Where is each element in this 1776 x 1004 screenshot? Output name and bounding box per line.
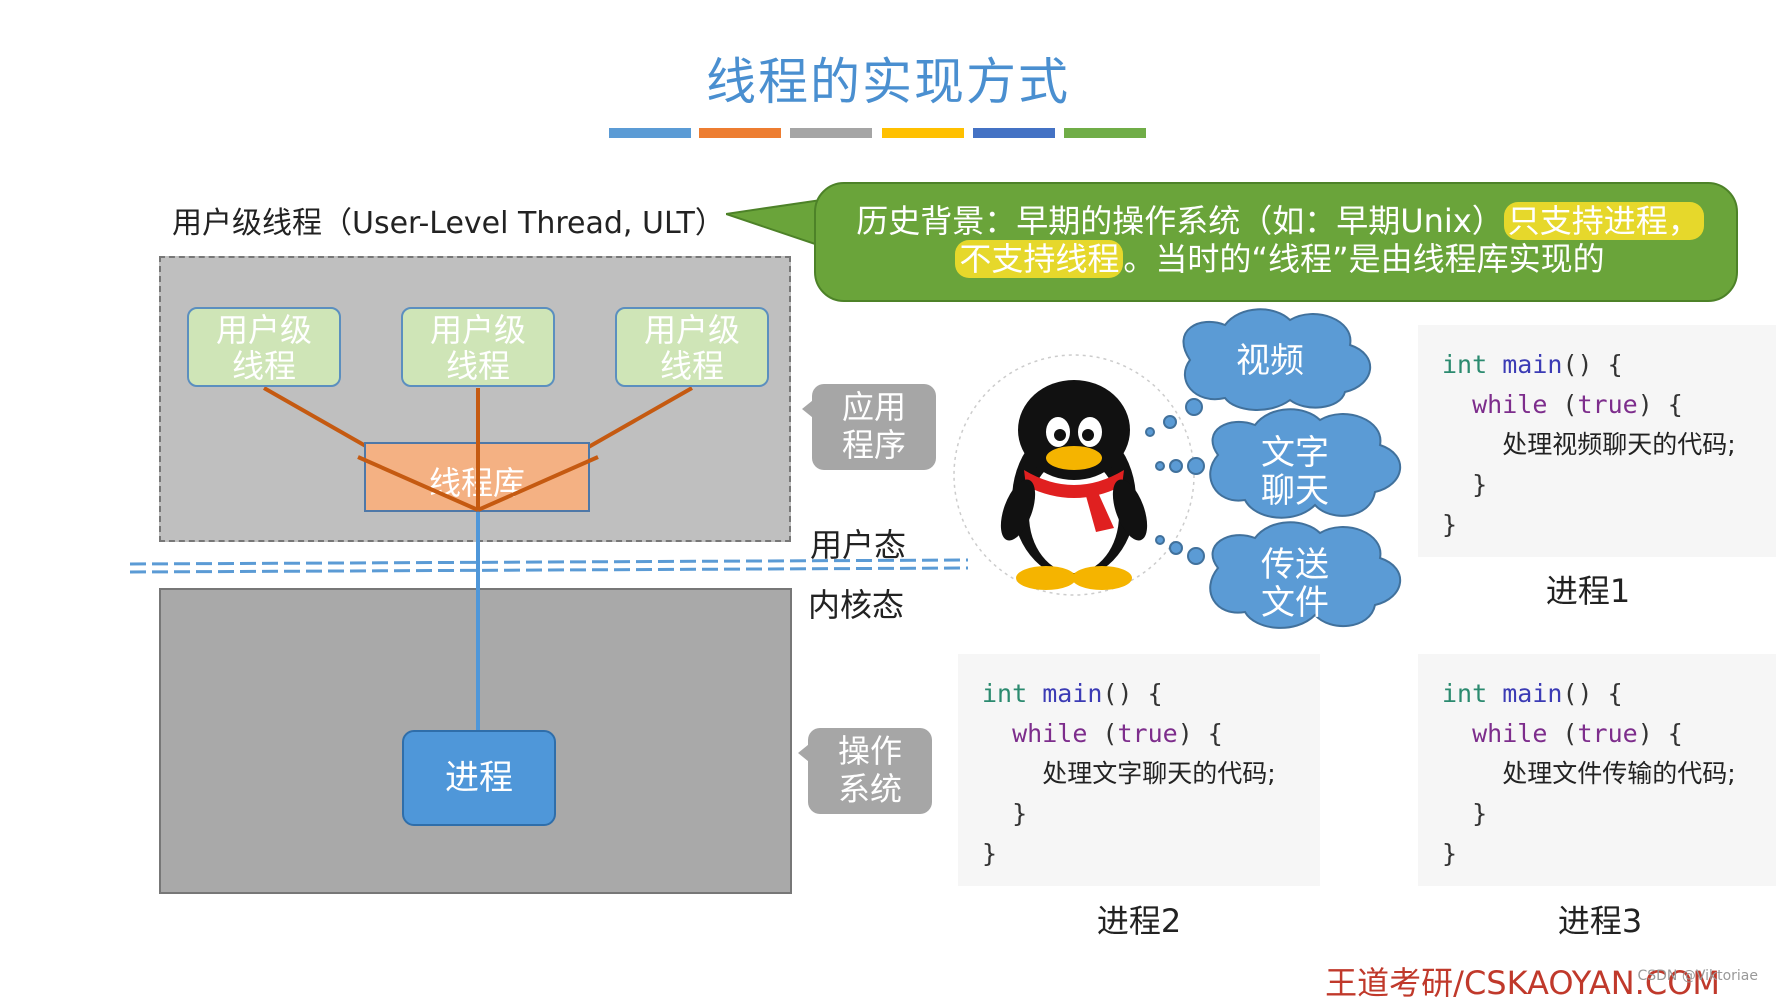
ult-heading: 用户级线程（User-Level Thread, ULT）: [172, 206, 725, 241]
code-body-process3: 处理文件传输的代码;: [1502, 759, 1736, 788]
callout-highlight-no-threads: 不支持线程: [955, 240, 1124, 278]
page-title: 线程的实现方式: [706, 53, 1070, 111]
process-box: 进程: [402, 730, 556, 826]
mode-divider-top: [129, 558, 969, 566]
ult-box-3-line2: 线程: [659, 347, 724, 385]
title-underline-darkblue: [973, 128, 1055, 138]
application-tag-line1: 应用: [841, 388, 906, 426]
watermark: CSDN @Viktoriae: [1637, 968, 1758, 984]
application-tag: 应用 程序: [812, 384, 936, 470]
title-underline-yellow: [882, 128, 964, 138]
history-callout-text: 历史背景：早期的操作系统（如：早期Unix）只支持进程， 不支持线程。当时的“线…: [840, 202, 1720, 278]
os-tag: 操作 系统: [808, 728, 932, 814]
kernel-mode-label: 内核态: [808, 586, 905, 624]
cloud-text-chat: 文字 聊天: [1240, 434, 1350, 510]
cloud-video-label: 视频: [1236, 341, 1304, 381]
os-tag-line1: 操作: [837, 732, 902, 770]
kernel-space-area: [159, 588, 792, 894]
ult-box-2-line2: 线程: [445, 347, 510, 385]
cloud-text-chat-line2: 聊天: [1261, 471, 1329, 511]
cloud-file-transfer-line1: 传送: [1261, 545, 1329, 585]
code-block-process1: int main() { while (true) { 处理视频聊天的代码; }…: [1418, 325, 1776, 557]
title-underline-green: [1064, 128, 1146, 138]
title-underline-orange: [699, 128, 781, 138]
process1-label: 进程1: [1545, 572, 1631, 610]
title-underline-gray: [790, 128, 872, 138]
code-block-process2: int main() { while (true) { 处理文字聊天的代码; }…: [958, 654, 1320, 886]
ult-box-2-line1: 用户级: [429, 311, 526, 349]
ult-box-3: 用户级 线程: [615, 307, 769, 387]
user-mode-label: 用户态: [810, 526, 907, 564]
cloud-file-transfer: 传送 文件: [1240, 546, 1350, 622]
qq-penguin-icon: [953, 354, 1195, 596]
os-tag-line2: 系统: [837, 770, 902, 808]
callout-part1: 历史背景：早期的操作系统（如：早期Unix）: [856, 202, 1504, 240]
ult-box-1-line1: 用户级: [215, 311, 312, 349]
cloud-video: 视频: [1215, 342, 1325, 380]
process3-label: 进程3: [1557, 902, 1643, 940]
mode-divider-bottom: [129, 566, 969, 574]
application-tag-line2: 程序: [841, 426, 906, 464]
ult-box-2: 用户级 线程: [401, 307, 555, 387]
cloud-text-chat-line1: 文字: [1261, 433, 1329, 473]
ult-box-3-line1: 用户级: [643, 311, 740, 349]
ult-box-1-line2: 线程: [231, 347, 296, 385]
callout-highlight-processes: 只支持进程，: [1503, 202, 1704, 240]
process2-label: 进程2: [1096, 902, 1182, 940]
code-block-process3: int main() { while (true) { 处理文件传输的代码; }…: [1418, 654, 1776, 886]
title-underline-blue: [609, 128, 691, 138]
callout-part2: 。当时的“线程”是由线程库实现的: [1123, 240, 1605, 278]
cloud-file-transfer-line2: 文件: [1261, 583, 1329, 623]
code-body-process1: 处理视频聊天的代码;: [1502, 430, 1736, 459]
code-body-process2: 处理文字聊天的代码;: [1042, 759, 1276, 788]
ult-box-1: 用户级 线程: [187, 307, 341, 387]
